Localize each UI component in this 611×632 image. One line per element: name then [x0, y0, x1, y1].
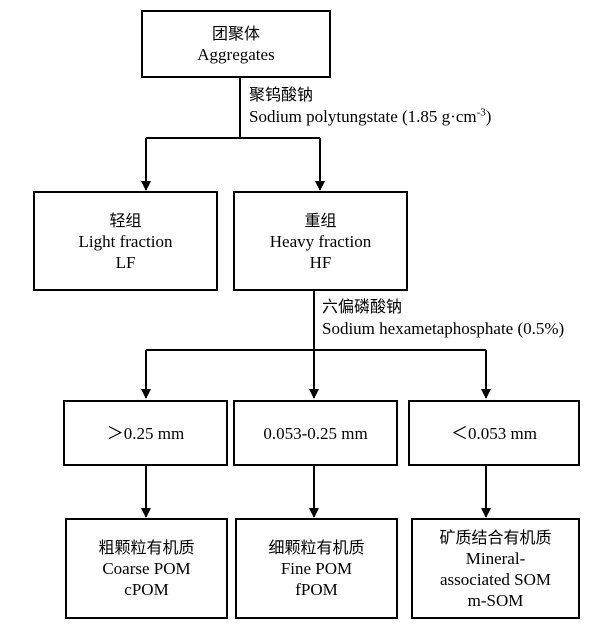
- node-size-mineral-text: ＜0.053 mm: [451, 423, 537, 443]
- node-lf-en: Light fraction: [78, 231, 173, 251]
- edge-label-dispersion: 六偏磷酸钠 Sodium hexametaphosphate (0.5%): [322, 296, 564, 340]
- node-size-coarse-text: ＞0.25 mm: [106, 423, 185, 443]
- node-fpom-zh: 细颗粒有机质: [268, 538, 365, 557]
- node-fpom: 细颗粒有机质 Fine POM fPOM: [235, 518, 398, 619]
- node-aggregates: 团聚体 Aggregates: [141, 10, 331, 78]
- edge-label-density: 聚钨酸钠 Sodium polytungstate (1.85 g·cm-3): [249, 84, 491, 128]
- node-fpom-abbr: fPOM: [295, 580, 338, 599]
- node-lf-zh: 轻组: [109, 210, 142, 230]
- edge-label-density-zh: 聚钨酸钠: [249, 85, 314, 104]
- node-msom-en-line2: associated SOM: [440, 569, 551, 589]
- node-cpom-en: Coarse POM: [102, 559, 191, 578]
- node-light-fraction: 轻组 Light fraction LF: [33, 191, 218, 291]
- node-size-mineral: ＜0.053 mm: [408, 400, 580, 466]
- node-cpom: 粗颗粒有机质 Coarse POM cPOM: [65, 518, 228, 619]
- edge-label-density-en: Sodium polytungstate (1.85 g·cm-3): [249, 106, 491, 128]
- edge-label-dispersion-en: Sodium hexametaphosphate (0.5%): [322, 319, 565, 338]
- edge-label-dispersion-zh: 六偏磷酸钠: [322, 297, 403, 316]
- node-hf-en: Heavy fraction: [269, 231, 372, 251]
- density-close-paren: ): [485, 107, 492, 126]
- node-hf-zh: 重组: [304, 210, 337, 230]
- node-size-coarse: ＞0.25 mm: [63, 400, 228, 466]
- node-msom: 矿质结合有机质 Mineral- associated SOM m-SOM: [411, 518, 580, 619]
- node-msom-zh: 矿质结合有机质: [439, 527, 552, 547]
- node-hf-abbr: HF: [309, 252, 332, 272]
- node-fpom-en: Fine POM: [280, 559, 353, 578]
- node-lf-abbr: LF: [115, 252, 136, 272]
- node-msom-abbr: m-SOM: [467, 590, 524, 610]
- node-size-fine-text: 0.053-0.25 mm: [263, 423, 368, 443]
- density-en-text: Sodium polytungstate (1.85 g·cm: [249, 107, 477, 126]
- density-unit-exponent: -3: [476, 106, 486, 119]
- node-aggregates-zh: 团聚体: [211, 24, 260, 43]
- node-size-fine: 0.053-0.25 mm: [233, 400, 398, 466]
- node-msom-en-line1: Mineral-: [465, 548, 526, 568]
- node-cpom-abbr: cPOM: [124, 580, 169, 599]
- node-aggregates-en: Aggregates: [197, 45, 275, 64]
- node-cpom-zh: 粗颗粒有机质: [98, 538, 195, 557]
- node-heavy-fraction: 重组 Heavy fraction HF: [233, 191, 408, 291]
